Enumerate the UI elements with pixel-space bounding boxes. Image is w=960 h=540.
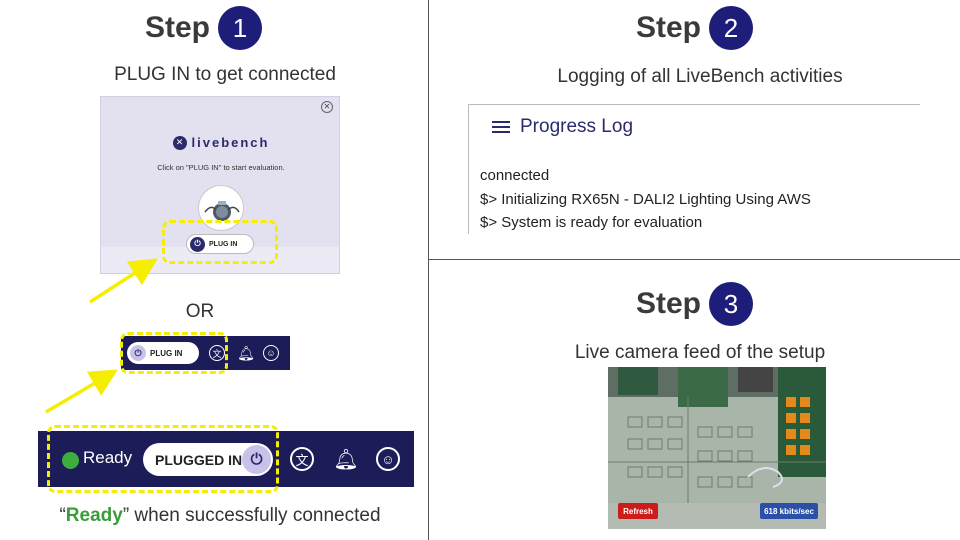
step2-word: Step (636, 11, 702, 44)
bitrate-badge: 618 kbits/sec (760, 503, 818, 519)
step1-subtitle: PLUG IN to get connected (114, 64, 336, 85)
list-icon (492, 120, 510, 134)
step1-word: Step (145, 11, 211, 44)
plug-icon: ⏻ (130, 345, 146, 361)
vertical-divider (428, 0, 429, 540)
step3-subtitle: Live camera feed of the setup (574, 342, 826, 363)
step3-heading: Step 3 (636, 282, 754, 326)
step2-heading: Step 2 (636, 6, 754, 50)
highlight-box-navbar (120, 332, 228, 374)
modal-plug-in-button[interactable]: ⏻ PLUG IN (186, 234, 254, 254)
plug-illustration (198, 185, 244, 231)
plug-icon: ⏻ (242, 445, 271, 474)
progress-log-lines: connected $> Initializing RX65N - DALI2 … (480, 164, 811, 235)
refresh-button[interactable]: Refresh (618, 503, 658, 519)
arrows-overlay (45, 258, 158, 414)
progress-log-title: Progress Log (520, 116, 634, 137)
or-label: OR (185, 301, 215, 322)
log-line: connected (480, 167, 550, 184)
navbar-plug-in-label: PLUG IN (150, 348, 183, 358)
log-line: $> Initializing RX65N - DALI2 Lighting U… (480, 190, 811, 208)
progress-log-header: Progress Log (492, 116, 633, 138)
step1-number: 1 (218, 6, 263, 50)
step2-number: 2 (709, 6, 754, 50)
caption-open-quote: “ (59, 505, 66, 526)
plug-icon: ⏻ (190, 236, 205, 252)
step1-heading: Step 1 (145, 6, 263, 50)
user-icon[interactable]: ☺ (376, 447, 400, 471)
progress-log-panel (468, 104, 920, 234)
modal-instruction: Click on "PLUG IN" to start evaluation. (157, 163, 285, 172)
highlight-box-large-navbar (47, 425, 279, 493)
ready-status-label: Ready (83, 448, 133, 467)
plug-illustration-icon (204, 201, 240, 221)
plugged-in-label: PLUGGED IN (155, 451, 243, 468)
log-line: $> System is ready for evaluation (480, 214, 703, 231)
bell-icon[interactable]: 🔔︎ (333, 448, 359, 471)
arrow-icon (89, 258, 158, 304)
translate-icon[interactable]: 文 (290, 447, 314, 471)
user-icon[interactable]: ☺ (263, 345, 279, 361)
navbar-plug-in-button[interactable]: ⏻ PLUG IN (127, 342, 199, 364)
livebench-logo: ✕ livebench (101, 135, 339, 150)
close-icon[interactable]: ✕ (321, 101, 333, 113)
caption-ready-word: Ready (65, 505, 123, 526)
livebench-mark-icon: ✕ (172, 135, 187, 150)
large-navbar: Ready PLUGGED IN ⏻ 文 🔔︎ ☺ (38, 431, 414, 487)
bell-icon[interactable]: 🔔︎ (237, 344, 255, 361)
modal-plug-in-label: PLUG IN (209, 240, 238, 248)
small-navbar: ⏻ PLUG IN 文 🔔︎ ☺ (121, 336, 290, 370)
translate-icon[interactable]: 文 (209, 345, 225, 361)
caption-rest: ” when successfully connected (122, 505, 381, 526)
step3-number: 3 (709, 282, 754, 326)
livebench-wordmark: livebench (191, 135, 270, 150)
step1-caption: “Ready” when successfully connected (20, 505, 420, 527)
camera-feed (608, 367, 826, 529)
plugged-in-button[interactable]: PLUGGED IN ⏻ (143, 443, 273, 476)
highlight-box-modal (162, 220, 278, 264)
step3-word: Step (636, 287, 702, 320)
step2-subtitle: Logging of all LiveBench activities (557, 66, 843, 87)
livebench-modal: ✕ ✕ livebench Click on "PLUG IN" to star… (100, 96, 340, 274)
ready-status-dot (62, 452, 79, 469)
horizontal-divider (428, 259, 960, 260)
arrow-icon (45, 369, 119, 414)
